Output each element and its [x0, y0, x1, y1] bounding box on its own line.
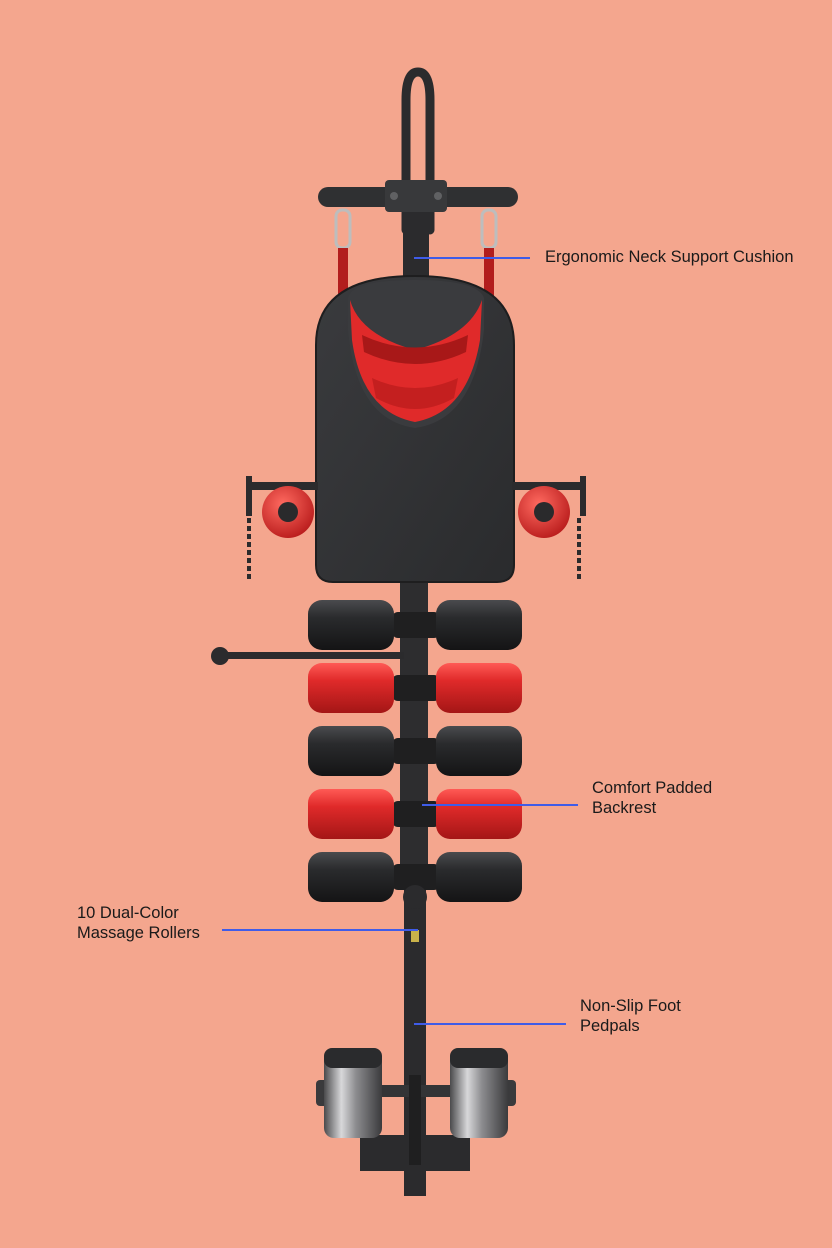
roller-axle-hub [392, 612, 440, 638]
roller-red-left [308, 663, 394, 713]
main-frame-spine [400, 560, 428, 890]
adjustment-lever [211, 647, 404, 665]
roller-axle-hub [392, 864, 440, 890]
neck-strap-hooks [334, 208, 498, 298]
callout-rollers-line2: Massage Rollers [77, 924, 200, 942]
roller-black-left [308, 852, 394, 902]
roller-black-left [308, 726, 394, 776]
callout-foot-line2: Pedpals [580, 1017, 640, 1035]
callout-backrest-line2: Backrest [592, 799, 657, 817]
callout-foot-pedals: Non-Slip Foot Pedpals [580, 996, 681, 1036]
roller-black-left [308, 600, 394, 650]
roller-red-right [436, 789, 522, 839]
callout-neck-support: Ergonomic Neck Support Cushion [545, 247, 794, 267]
callout-neck-line1: Ergonomic Neck Support Cushion [545, 248, 794, 266]
callout-backrest-line1: Comfort Padded [592, 779, 713, 797]
lower-hinge [403, 885, 427, 909]
roller-axle-hub [392, 801, 440, 827]
top-handle-loop [401, 67, 435, 235]
callout-foot-line1: Non-Slip Foot [580, 997, 681, 1015]
roller-axle-hub [392, 675, 440, 701]
callout-rollers: 10 Dual-Color Massage Rollers [77, 903, 200, 943]
massage-rollers [308, 600, 522, 902]
roller-red-left [308, 789, 394, 839]
side-red-rollers [246, 476, 586, 580]
roller-black-right [436, 600, 522, 650]
roller-black-right [436, 726, 522, 776]
roller-black-right [436, 852, 522, 902]
foot-pedals [316, 1048, 516, 1196]
callout-backrest: Comfort Padded Backrest [592, 778, 712, 818]
callout-rollers-line1: 10 Dual-Color [77, 904, 179, 922]
roller-axle-hub [392, 738, 440, 764]
roller-red-right [436, 663, 522, 713]
